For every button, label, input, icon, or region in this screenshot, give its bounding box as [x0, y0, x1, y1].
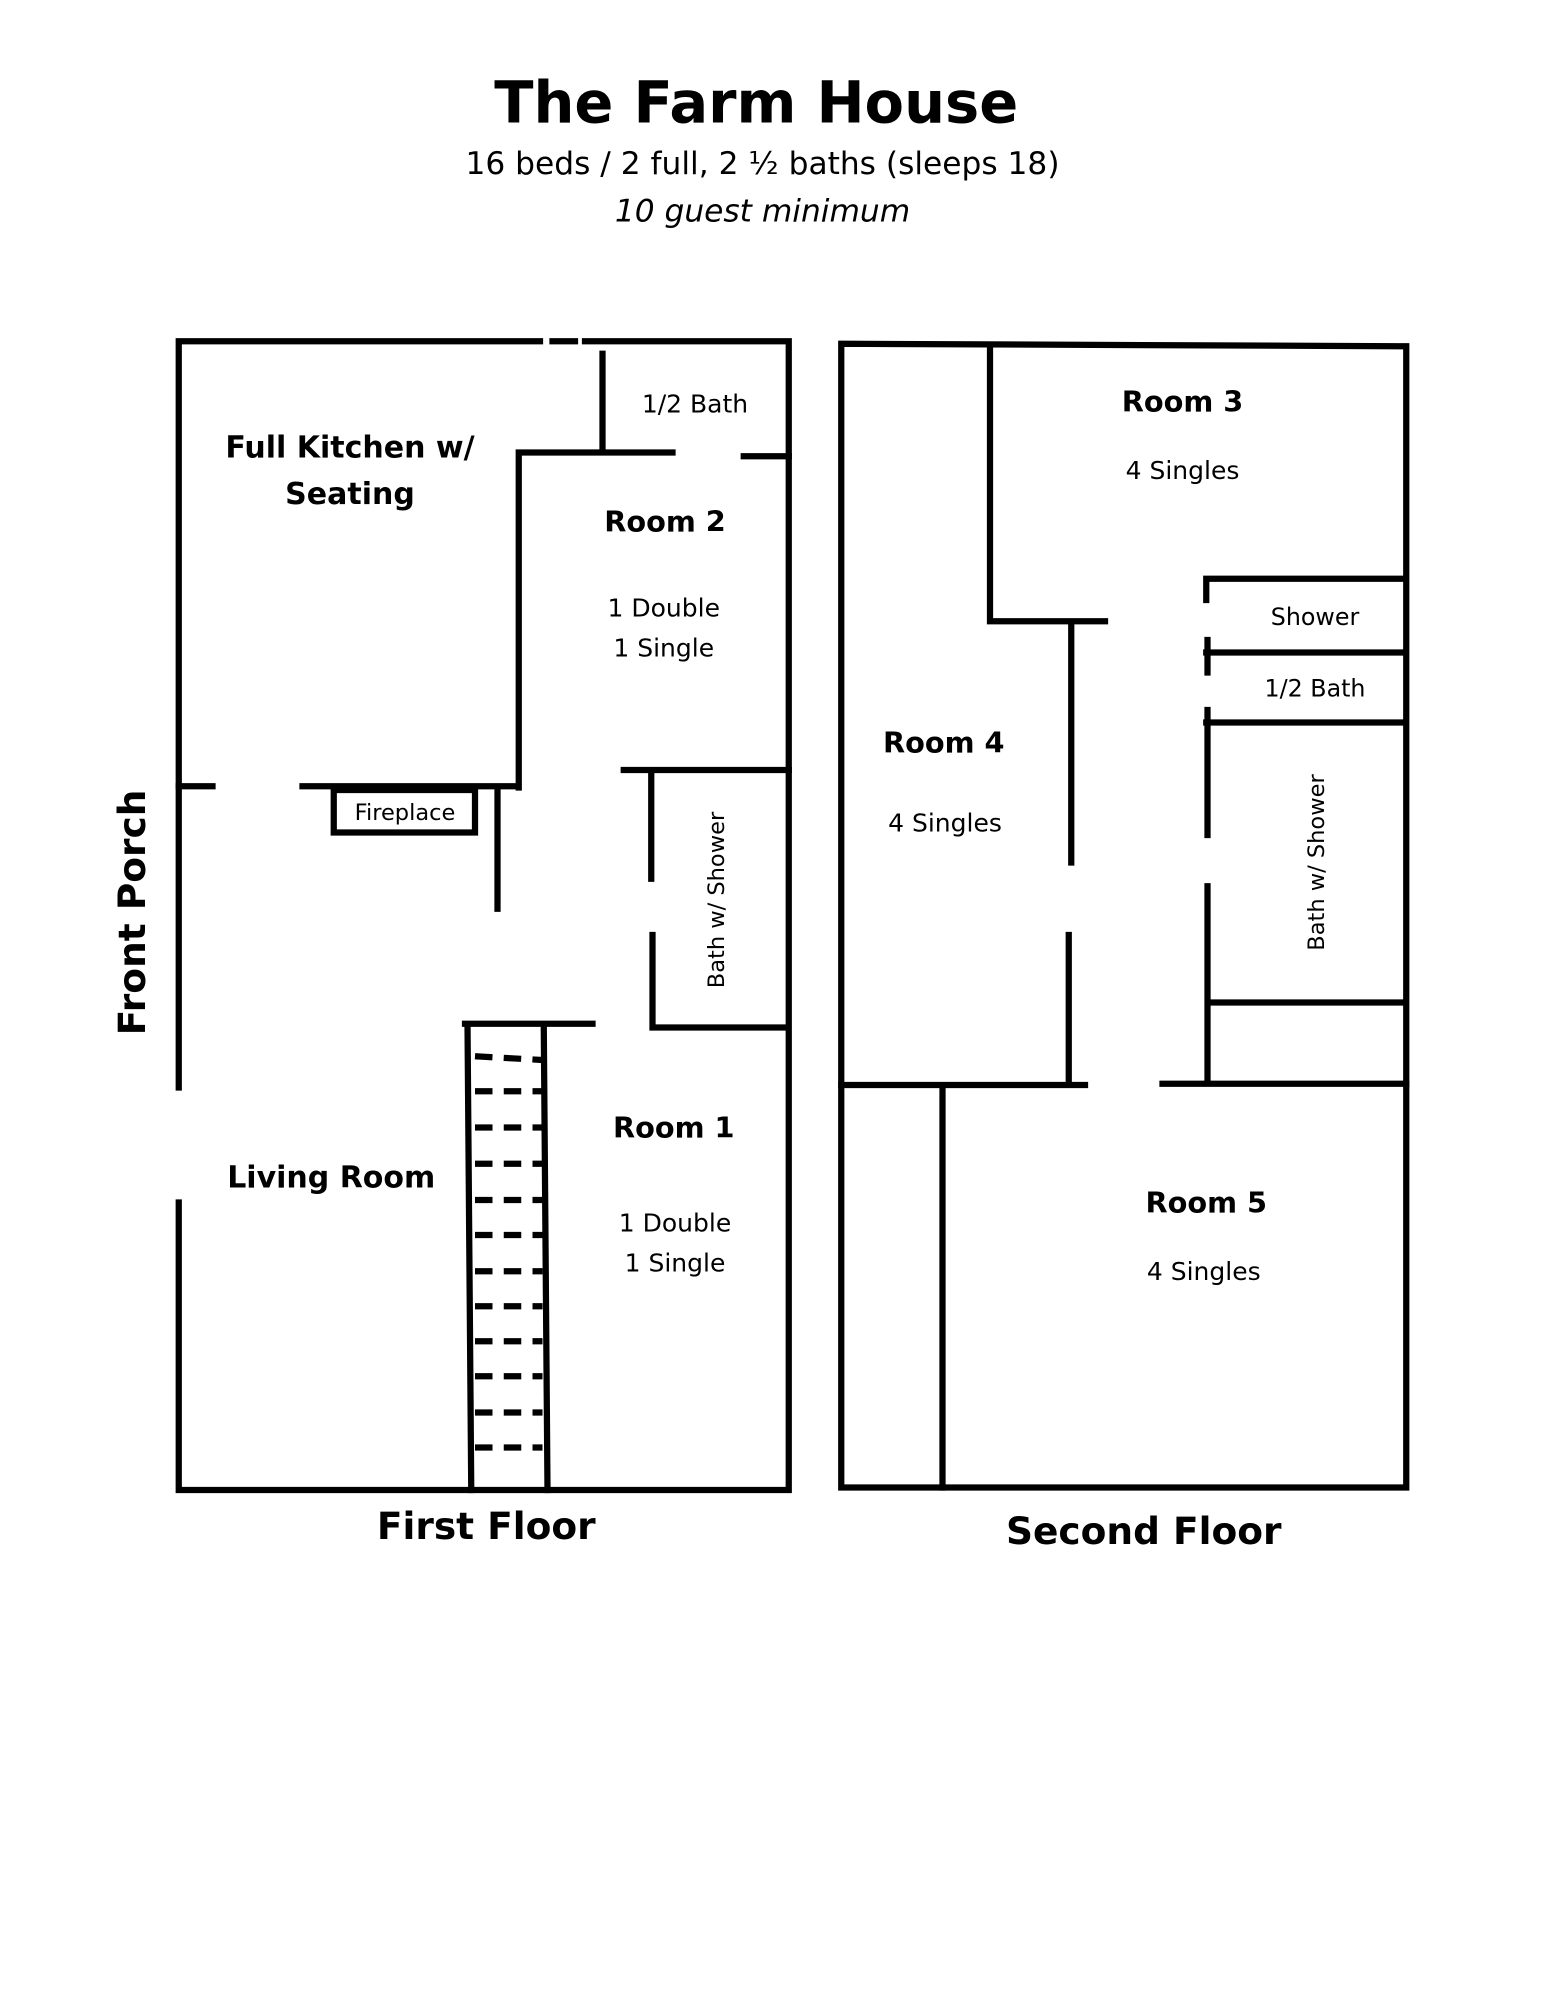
room1-beds-1: 1 Double: [619, 1208, 731, 1237]
bath-label-2: Bath w/ Shower: [1304, 774, 1330, 951]
second-floor-label: Second Floor: [1006, 1509, 1282, 1553]
kitchen-label-line1: Full Kitchen w/: [225, 431, 474, 466]
first-floor-walls: [175, 338, 792, 1494]
room4-beds: 4 Singles: [888, 808, 1002, 837]
room3-beds: 4 Singles: [1126, 456, 1240, 485]
room2-name: Room 2: [604, 504, 726, 538]
page-title: The Farm House: [494, 70, 1018, 137]
second-floor-walls: [838, 340, 1410, 1491]
room5-name: Room 5: [1145, 1186, 1267, 1220]
subtitle: 16 beds / 2 full, 2 ½ baths (sleeps 18): [465, 146, 1059, 182]
fireplace-label: Fireplace: [355, 800, 456, 826]
half-bath-label-2: 1/2 Bath: [1265, 674, 1366, 702]
fireplace: [330, 786, 479, 836]
room3-name: Room 3: [1122, 384, 1244, 418]
front-porch-label: Front Porch: [110, 790, 154, 1036]
room1-beds-2: 1 Single: [625, 1248, 726, 1277]
living-room-label: Living Room: [227, 1161, 435, 1196]
shower-label: Shower: [1271, 603, 1360, 631]
room1-name: Room 1: [613, 1111, 735, 1145]
first-floor-label: First Floor: [377, 1504, 596, 1548]
guest-minimum-note: 10 guest minimum: [615, 193, 910, 229]
room4-name: Room 4: [883, 726, 1005, 760]
bath-label: Bath w/ Shower: [704, 811, 730, 988]
kitchen-label-line2: Seating: [285, 477, 415, 512]
room5-beds: 4 Singles: [1147, 1257, 1261, 1286]
staircase: [474, 1053, 543, 1451]
room2-beds-1: 1 Double: [608, 593, 720, 622]
half-bath-label: 1/2 Bath: [642, 390, 748, 419]
room2-beds-2: 1 Single: [613, 633, 714, 662]
